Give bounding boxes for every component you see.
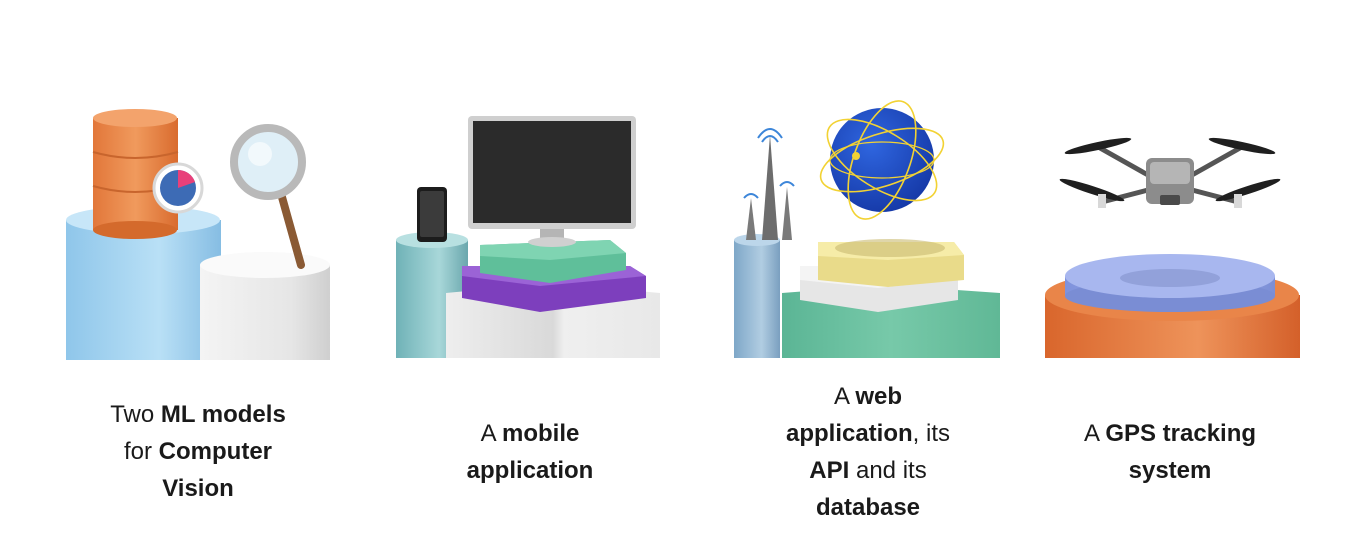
green-layer xyxy=(480,240,626,283)
caption-line: A mobile xyxy=(380,415,680,452)
caption-emphasis: Computer xyxy=(158,438,273,465)
caption-line: database xyxy=(718,489,1018,526)
caption-text: A xyxy=(1083,420,1106,447)
caption-line: for Computer xyxy=(48,433,348,470)
caption-line: system xyxy=(1020,452,1320,489)
blue-disc xyxy=(1065,254,1275,312)
database-icon xyxy=(92,109,179,239)
caption-emphasis: Vision xyxy=(162,475,234,502)
caption-emphasis: application xyxy=(785,420,913,447)
feature-caption: A mobile application xyxy=(380,415,680,489)
caption-text: , its xyxy=(912,420,951,447)
caption-emphasis: GPS tracking xyxy=(1105,420,1257,447)
caption-emphasis: web xyxy=(855,383,903,410)
globe-icon xyxy=(819,100,945,220)
monitor-icon xyxy=(468,116,636,247)
white-pedestal xyxy=(200,252,330,360)
pie-chart-icon xyxy=(152,162,204,214)
yellow-layer xyxy=(818,239,964,287)
caption-emphasis: database xyxy=(815,494,921,521)
caption-text: and its xyxy=(849,457,927,484)
mobile-app-illustration xyxy=(396,116,660,358)
web-app-illustration xyxy=(734,100,1000,358)
blue-pedestal xyxy=(734,234,780,358)
feature-caption: A GPS tracking system xyxy=(1020,415,1320,489)
caption-line: application xyxy=(380,452,680,489)
smartphone-icon xyxy=(417,187,447,242)
caption-line: Two ML models xyxy=(48,396,348,433)
gps-illustration xyxy=(1045,137,1300,358)
caption-emphasis: application xyxy=(466,457,594,484)
antenna-icon xyxy=(743,128,795,240)
caption-emphasis: ML models xyxy=(160,401,286,428)
caption-emphasis: API xyxy=(809,457,850,484)
caption-emphasis: mobile xyxy=(502,420,580,447)
caption-line: API and its xyxy=(718,452,1018,489)
caption-text: for xyxy=(123,438,159,465)
drone-icon xyxy=(1059,137,1281,208)
caption-emphasis: system xyxy=(1128,457,1212,484)
caption-text: Two xyxy=(110,401,161,428)
caption-line: A web xyxy=(718,378,1018,415)
ml-models-illustration xyxy=(66,109,330,360)
magnifier-icon xyxy=(230,124,306,269)
caption-line: A GPS tracking xyxy=(1020,415,1320,452)
feature-card-mobile-app: A mobile application xyxy=(380,0,680,550)
feature-card-gps: A GPS tracking system xyxy=(1020,0,1320,550)
caption-line: application, its xyxy=(718,415,1018,452)
caption-text: A xyxy=(833,383,856,410)
caption-text: A xyxy=(480,420,502,447)
caption-line: Vision xyxy=(48,470,348,507)
